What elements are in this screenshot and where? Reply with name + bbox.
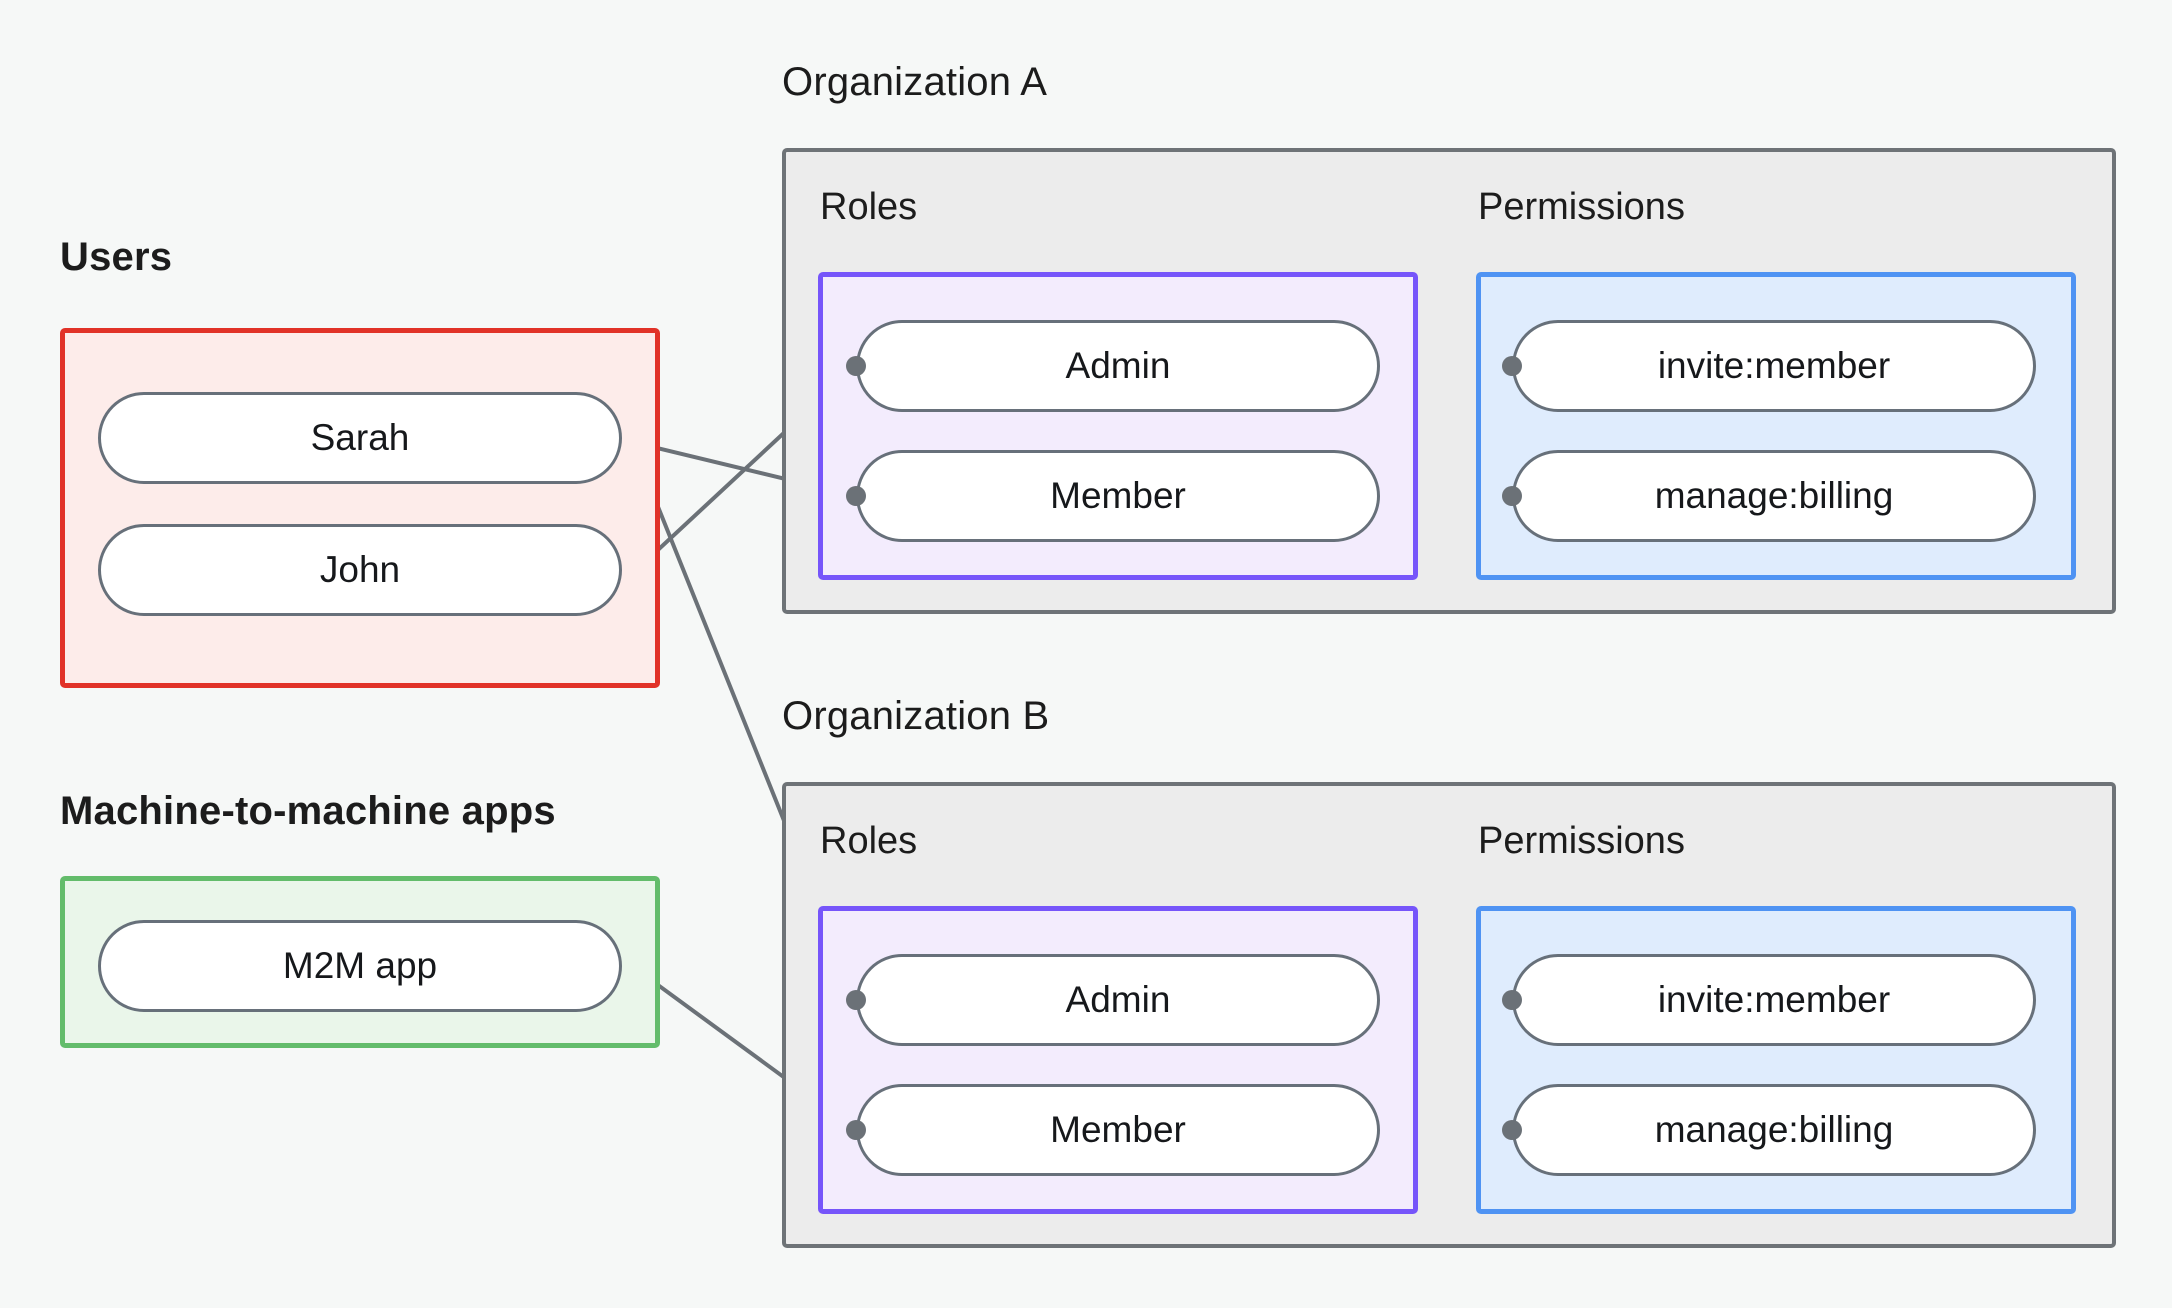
- users-container: [60, 328, 660, 688]
- org-b-role-member[interactable]: Member: [856, 1084, 1380, 1176]
- org-a-role-admin[interactable]: Admin: [856, 320, 1380, 412]
- m2m-caption: Machine-to-machine apps: [60, 789, 556, 833]
- org-a-permissions-title: Permissions: [1478, 186, 1685, 228]
- connector-dot-org-b-manage-billing-in: [1502, 1120, 1522, 1140]
- org-a-caption: Organization A: [782, 60, 1048, 104]
- connector-dot-org-b-member-in: [846, 1120, 866, 1140]
- org-a-role-member[interactable]: Member: [856, 450, 1380, 542]
- org-b-permission-invite-member[interactable]: invite:member: [1512, 954, 2036, 1046]
- connector-dot-org-b-admin-in: [846, 990, 866, 1010]
- connector-dot-org-a-admin-in: [846, 356, 866, 376]
- org-a-roles-title: Roles: [820, 186, 918, 228]
- org-b-roles-title: Roles: [820, 820, 918, 862]
- connector-dot-org-a-invite-member-in: [1502, 356, 1522, 376]
- connector-dot-org-b-invite-member-in: [1502, 990, 1522, 1010]
- user-node-john[interactable]: John: [98, 524, 622, 616]
- org-b-role-admin[interactable]: Admin: [856, 954, 1380, 1046]
- org-b-permission-manage-billing[interactable]: manage:billing: [1512, 1084, 2036, 1176]
- users-caption: Users: [60, 235, 173, 279]
- user-node-sarah[interactable]: Sarah: [98, 392, 622, 484]
- connector-dot-org-a-manage-billing-in: [1502, 486, 1522, 506]
- org-b-permissions-title: Permissions: [1478, 820, 1685, 862]
- org-a-permission-manage-billing[interactable]: manage:billing: [1512, 450, 2036, 542]
- org-a-permission-invite-member[interactable]: invite:member: [1512, 320, 2036, 412]
- m2m-node-app[interactable]: M2M app: [98, 920, 622, 1012]
- org-b-caption: Organization B: [782, 694, 1050, 738]
- connector-dot-org-a-member-in: [846, 486, 866, 506]
